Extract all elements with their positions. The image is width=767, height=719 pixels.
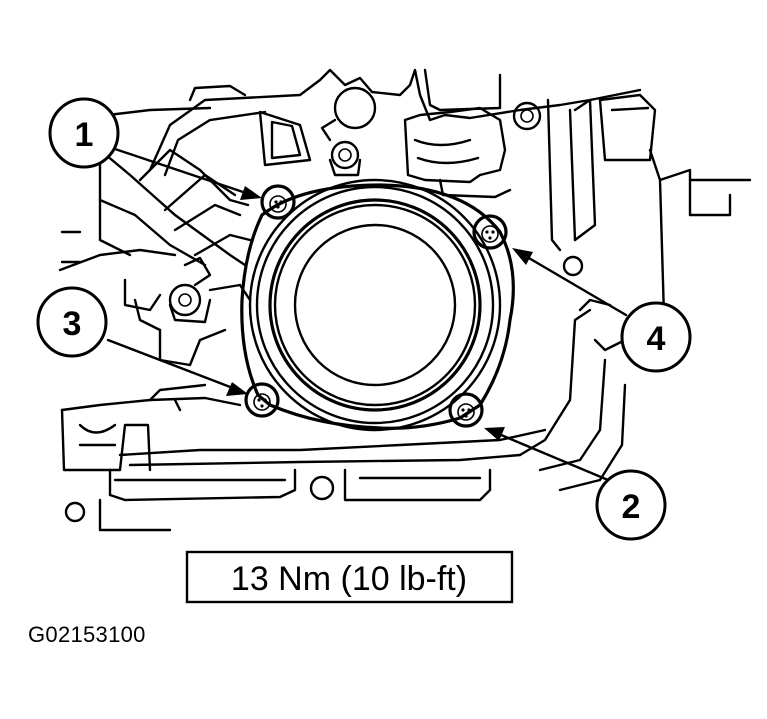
- cover-bolts: [244, 184, 508, 428]
- callout-3-label: 3: [63, 305, 82, 343]
- callout-2-label: 2: [622, 488, 641, 526]
- housing-outline: [58, 68, 752, 532]
- bolt-3: [244, 382, 280, 418]
- callout-3: 3: [36, 286, 108, 358]
- callout-4: 4: [620, 301, 692, 373]
- callout-2: 2: [595, 469, 667, 541]
- bolt-1: [260, 184, 296, 220]
- torque-spec-box: 13 Nm (10 lb-ft): [185, 550, 514, 604]
- bolt-2: [448, 392, 484, 428]
- cover-plate: [240, 178, 515, 432]
- torque-spec-label: 13 Nm (10 lb-ft): [231, 560, 467, 598]
- bolt-4: [472, 214, 508, 250]
- callout-1-label: 1: [75, 116, 94, 154]
- leader-lines: [106, 146, 628, 482]
- figure-id: G02153100: [28, 622, 146, 647]
- callout-4-label: 4: [647, 320, 666, 358]
- callout-1: 1: [48, 97, 120, 169]
